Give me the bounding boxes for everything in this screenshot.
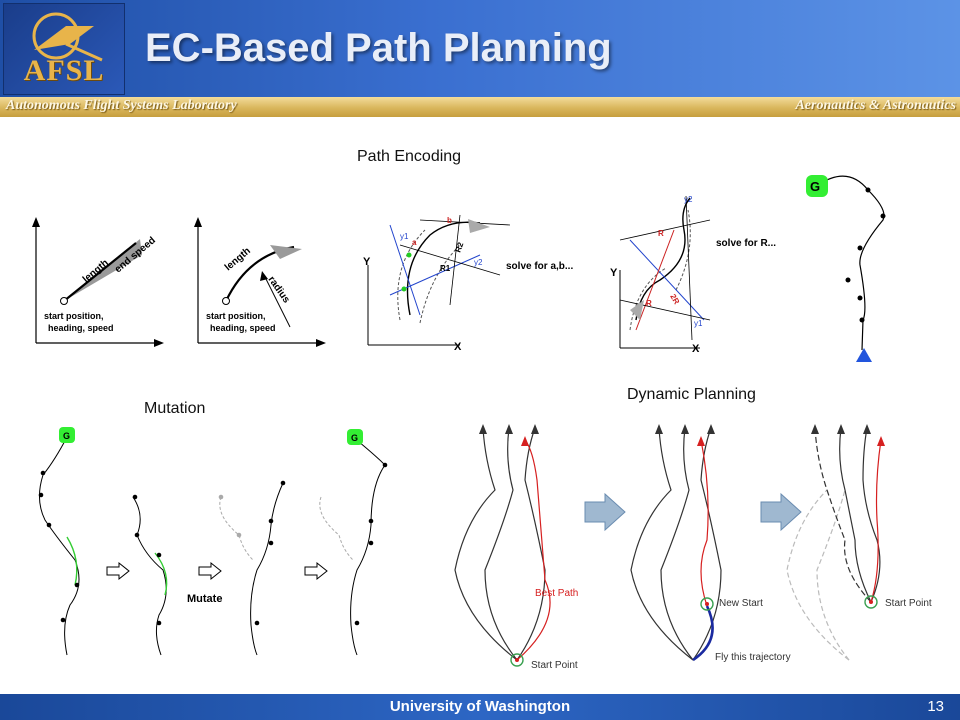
encoding-figure-solve-ab: Y X b a R1 R2 y1 y2 solve for a,b...	[363, 214, 573, 353]
fig4-solve-label: solve for R...	[716, 238, 776, 249]
fig2-start-line2: heading, speed	[210, 323, 276, 333]
encoded-path-example: G	[806, 175, 886, 362]
mutation-diagram: G Mutate G	[38, 427, 388, 656]
dynamic-planning-heading: Dynamic Planning	[627, 386, 756, 403]
flow-arrow-icon	[106, 561, 130, 581]
fig4-y1: y1	[694, 319, 703, 328]
fig4-2r: 2R	[668, 293, 681, 307]
logo-text: AFSL	[23, 54, 105, 87]
lab-name: Autonomous Flight Systems Laboratory	[6, 98, 237, 113]
mutate-label: Mutate	[187, 593, 222, 605]
best-path-label: Best Path	[535, 588, 578, 599]
fig2-start-line1: start position,	[206, 311, 266, 321]
goal-marker-icon	[806, 175, 828, 197]
fig3-b: b	[447, 216, 452, 225]
fig3-a: a	[412, 238, 417, 247]
page-title: EC-Based Path Planning	[145, 26, 612, 70]
goal-marker-label: G	[810, 179, 820, 194]
fig4-r: R	[658, 229, 664, 238]
fig3-r1: R1	[440, 264, 451, 273]
slide-footer: University of Washington 13	[0, 694, 960, 720]
encoding-figure-solve-r: Y X R R 2R y2 y1 solve for R...	[610, 195, 776, 355]
fig3-solve-label: solve for a,b...	[506, 261, 573, 272]
fig4-y-axis: Y	[610, 267, 618, 279]
start-point-label-1: Start Point	[531, 660, 578, 671]
fig3-y1: y1	[400, 232, 409, 241]
mutation-goal-label-1: G	[63, 431, 70, 441]
mutation-goal-icon-2	[347, 429, 363, 445]
mutation-goal-icon-1	[59, 427, 75, 443]
page-number: 13	[927, 698, 944, 715]
fig4-y2: y2	[684, 195, 693, 204]
fig1-start-line2: heading, speed	[48, 323, 114, 333]
fig3-y2: y2	[474, 258, 483, 267]
start-triangle-icon	[856, 348, 872, 362]
fly-trajectory-label: Fly this trajectory	[715, 652, 791, 663]
flow-arrow-icon	[760, 492, 802, 532]
fig4-x-axis: X	[692, 343, 700, 355]
flow-arrow-icon	[304, 561, 328, 581]
fig4-r-second: R	[646, 299, 652, 308]
fig3-x-axis: X	[454, 341, 462, 353]
university-name: University of Washington	[389, 698, 571, 715]
fig3-y-axis: Y	[363, 256, 371, 268]
dynamic-planning-diagram: Best Path Start Point New Start Fly this…	[454, 424, 932, 671]
afsl-logo-icon: AFSL	[3, 3, 125, 95]
fig3-r2: R2	[453, 240, 465, 253]
fig1-start-line1: start position,	[44, 311, 104, 321]
flow-arrow-icon	[584, 492, 626, 532]
encoding-figure-length-radius: length radius start position, heading, s…	[194, 217, 326, 347]
start-point-label-2: Start Point	[885, 598, 932, 609]
encoding-figure-length-speed: length end speed start position, heading…	[32, 217, 164, 347]
department-name: Aeronautics & Astronautics	[795, 98, 956, 113]
slide-header: AFSL EC-Based Path Planning	[0, 0, 960, 97]
mutation-goal-label-2: G	[351, 433, 358, 443]
new-start-label: New Start	[719, 598, 763, 609]
mutation-heading: Mutation	[144, 400, 206, 417]
flow-arrow-icon	[198, 561, 222, 581]
fig2-radius-label: radius	[266, 274, 292, 305]
lab-banner: Autonomous Flight Systems Laboratory Aer…	[0, 97, 960, 117]
path-encoding-heading: Path Encoding	[357, 148, 462, 165]
